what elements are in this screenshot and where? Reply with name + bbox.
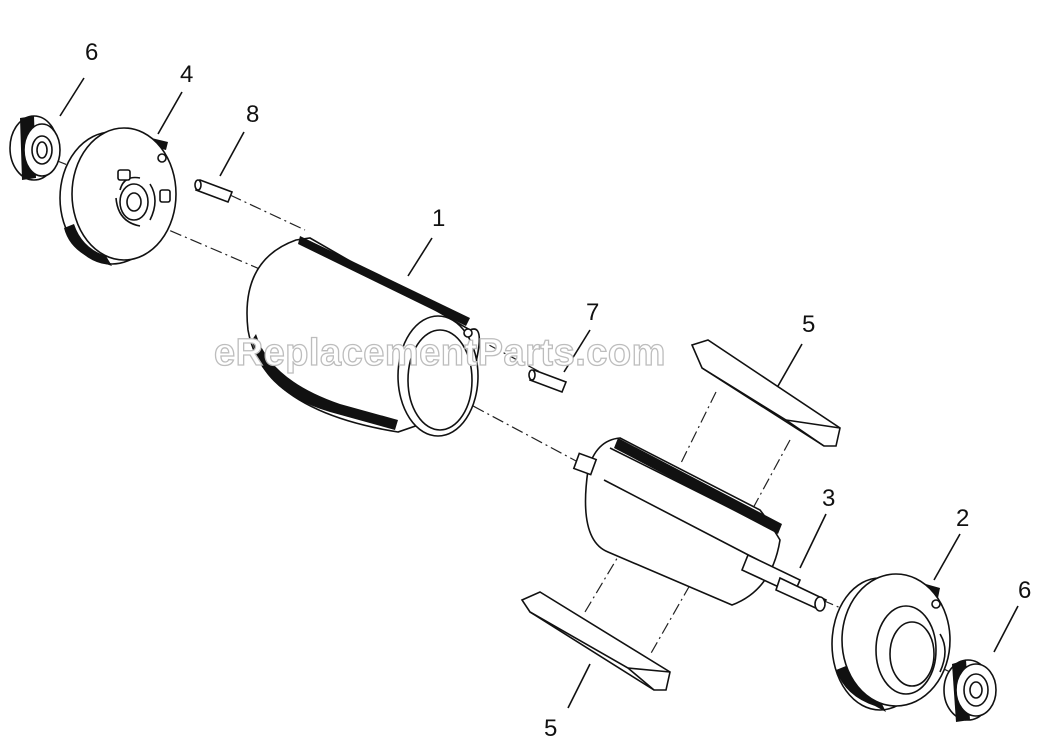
callout-7: 7 xyxy=(586,299,599,326)
callout-6-left: 6 xyxy=(85,39,98,66)
watermark-text: eReplacementParts.com xyxy=(214,332,666,374)
part-6-bearing-left xyxy=(9,115,61,181)
callout-1: 1 xyxy=(432,205,445,232)
part-5-vane-upper xyxy=(690,339,841,447)
part-3-rotor xyxy=(572,437,828,612)
part-1-cylinder xyxy=(246,236,481,437)
part-2-end-plate xyxy=(831,573,951,712)
callout-8: 8 xyxy=(246,101,259,128)
part-6-bearing-right xyxy=(943,659,997,722)
part-8-pin xyxy=(194,178,234,204)
leader-lines xyxy=(59,77,1019,709)
callout-3: 3 xyxy=(822,485,835,512)
callout-4: 4 xyxy=(180,61,193,88)
part-5-vane-lower xyxy=(520,591,671,691)
callout-2: 2 xyxy=(956,505,969,532)
part-7-pin xyxy=(528,368,568,394)
callout-6-right: 6 xyxy=(1018,577,1031,604)
callout-labels: 6 4 8 1 7 5 3 2 6 5 xyxy=(85,39,1031,742)
callout-5-upper: 5 xyxy=(802,311,815,338)
callout-5-lower: 5 xyxy=(544,715,557,742)
part-4-end-plate xyxy=(59,127,177,266)
